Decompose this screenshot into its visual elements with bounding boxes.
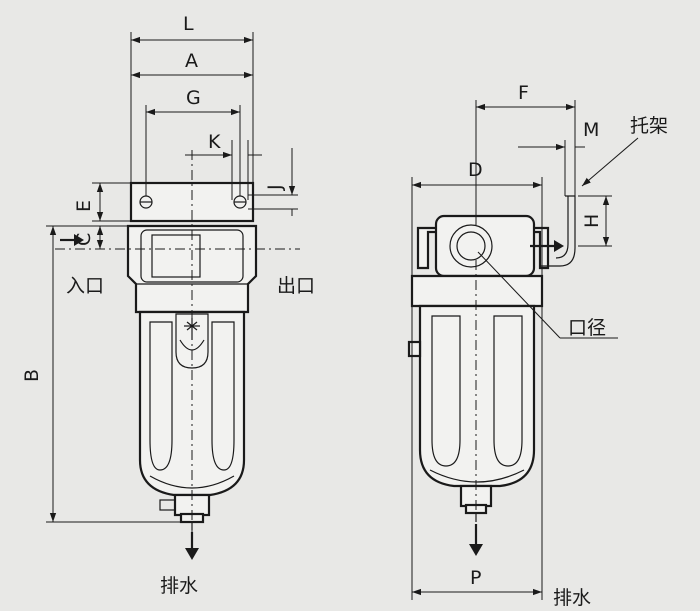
dim-label-H: H — [581, 214, 603, 228]
front-port-body — [126, 224, 258, 314]
dim-label-P: P — [470, 567, 481, 589]
dim-label-C: C — [73, 233, 95, 246]
side-dimensions — [411, 100, 639, 600]
bracket-label: 托架 — [630, 115, 668, 137]
side-bowl — [418, 304, 536, 488]
drain-label-left: 排水 — [160, 575, 198, 597]
dim-label-D: D — [468, 159, 483, 181]
drain-arrow-right — [469, 544, 483, 556]
side-port-outer — [449, 224, 493, 268]
chinese-labels: 入口 出口 排水 排水 托架 口径 — [66, 115, 668, 609]
dim-label-G: G — [186, 87, 201, 109]
dim-label-F: F — [518, 82, 529, 104]
side-view — [407, 195, 576, 556]
dim-label-J: J — [264, 184, 286, 191]
bracket — [540, 195, 576, 267]
drain-label-right: 排水 — [553, 587, 591, 609]
front-dimensions — [46, 32, 298, 523]
inlet-arrow — [74, 234, 84, 246]
drain-arrow-left — [185, 548, 199, 560]
dim-label-E: E — [73, 200, 95, 212]
front-window — [151, 234, 201, 278]
front-view — [55, 150, 300, 560]
dimension-labels: L A G K J E C B D F M H P — [21, 13, 603, 589]
dim-label-K: K — [208, 131, 221, 153]
dim-label-L: L — [183, 13, 194, 35]
dim-label-B: B — [21, 369, 43, 382]
dim-label-M: M — [583, 119, 599, 141]
outlet-label: 出口 — [277, 275, 315, 297]
dim-label-A: A — [185, 50, 198, 72]
inlet-label: 入口 — [66, 275, 104, 297]
port-label: 口径 — [568, 317, 606, 339]
side-port-inner — [456, 231, 486, 261]
outlet-arrow — [554, 240, 564, 252]
